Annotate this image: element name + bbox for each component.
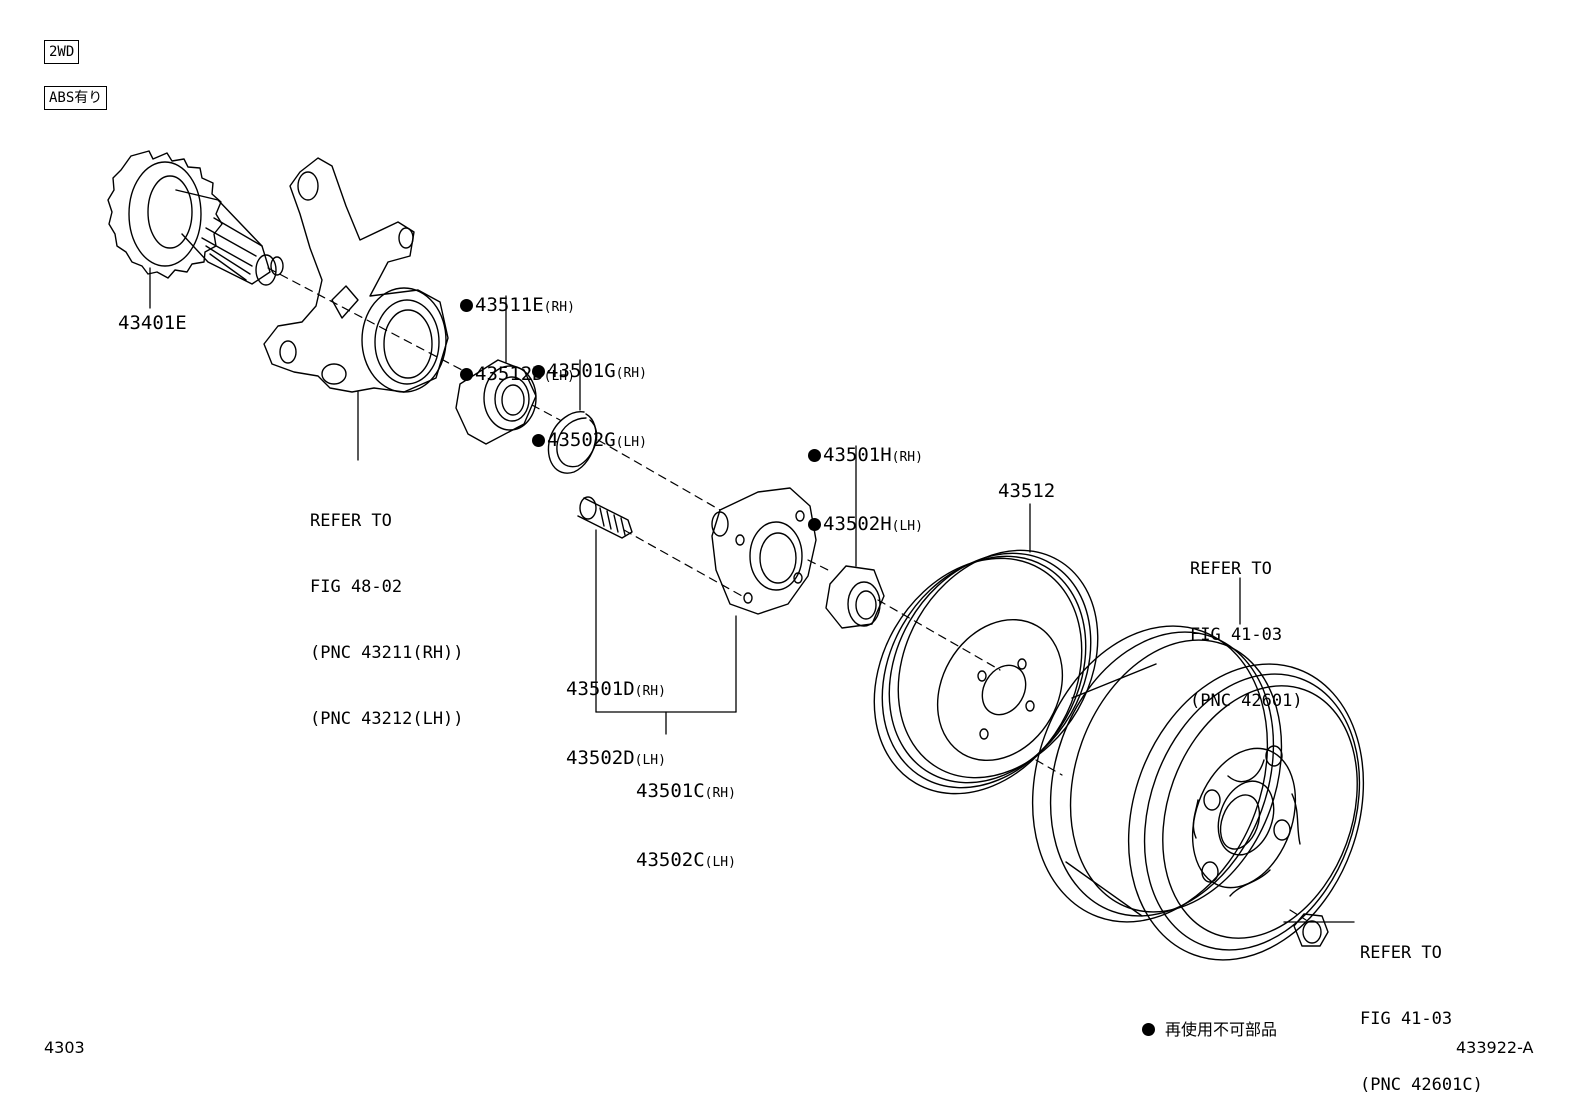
brake-disc — [833, 514, 1138, 831]
assembly-axis — [268, 268, 1306, 920]
non-reusable-mark — [808, 518, 821, 531]
side-rh: (RH) — [615, 366, 647, 381]
axle-hub — [712, 488, 816, 614]
side-rh: (RH) — [891, 450, 923, 465]
part-number: 43502D — [566, 747, 635, 769]
side-lh: (LH) — [891, 519, 923, 534]
ref-knuckle-line: FIG 48-02 — [310, 577, 403, 597]
part-number: 43511E — [475, 294, 544, 316]
drive-shaft — [108, 151, 283, 285]
non-reusable-mark — [460, 368, 473, 381]
ref-wheel-nut-line: (PNC 42601C) — [1360, 1075, 1483, 1095]
condition-abs: ABS有り — [44, 86, 108, 110]
part-number: 43501G — [547, 360, 616, 382]
side-rh: (RH) — [543, 300, 575, 315]
side-lh: (LH) — [543, 369, 575, 384]
ref-knuckle-line: (PNC 43211(RH)) — [310, 643, 464, 663]
ref-wheel-nut-line: FIG 41-03 — [1360, 1009, 1453, 1029]
side-rh: (RH) — [704, 786, 736, 801]
ref-wheel-line: (PNC 42601) — [1190, 691, 1303, 711]
label-lock-nut: 43501H(RH) 43502H(LH) — [808, 400, 923, 560]
leader-lines — [150, 268, 1354, 922]
condition-2wd: 2WD — [44, 40, 80, 64]
ref-wheel-line: REFER TO — [1190, 559, 1272, 579]
ref-knuckle-line: REFER TO — [310, 511, 392, 531]
figure-number: 433922-A — [1456, 1038, 1534, 1057]
label-knuckle-reference: REFER TO FIG 48-02 (PNC 43211(RH)) (PNC … — [310, 466, 464, 752]
part-number: 43501C — [636, 780, 705, 802]
part-number: 43502C — [636, 849, 705, 871]
label-brake-disc: 43512 — [998, 480, 1056, 502]
non-reusable-mark — [532, 434, 545, 447]
label-hub-bolt: 43501D(RH) 43502D(LH) — [566, 634, 666, 794]
label-snap-ring: 43501G(RH) 43502G(LH) — [532, 316, 647, 476]
non-reusable-mark — [532, 365, 545, 378]
non-reusable-mark — [808, 449, 821, 462]
label-axle-hub: 43501C(RH) 43502C(LH) — [636, 736, 736, 896]
ref-knuckle-line: (PNC 43212(LH)) — [310, 709, 464, 729]
part-number: 43501D — [566, 678, 635, 700]
legend-non-reusable: 再使用不可部品 — [1142, 1016, 1277, 1040]
side-lh: (LH) — [634, 753, 666, 768]
wheel-nut — [1294, 914, 1328, 946]
snap-ring — [548, 412, 596, 473]
part-number: 43501H — [823, 444, 892, 466]
side-lh: (LH) — [615, 435, 647, 450]
page-number: 4303 — [44, 1038, 85, 1057]
hub-bolt — [578, 497, 632, 538]
part-number: 43502H — [823, 513, 892, 535]
label-bearing: 43511E(RH) 43512D(LH) — [460, 250, 575, 410]
lock-nut — [826, 566, 884, 628]
side-lh: (LH) — [704, 855, 736, 870]
label-drive-shaft: 43401E — [118, 312, 187, 334]
steering-knuckle — [264, 158, 448, 392]
label-wheel-reference: REFER TO FIG 41-03 (PNC 42601) — [1190, 514, 1303, 734]
wheel-bearing — [456, 360, 536, 444]
part-number: 43502G — [547, 429, 616, 451]
label-wheel-nut-reference: REFER TO FIG 41-03 (PNC 42601C) — [1360, 898, 1483, 1118]
bolt-axis — [624, 530, 742, 596]
legend-dot — [1142, 1023, 1155, 1036]
ref-wheel-line: FIG 41-03 — [1190, 625, 1283, 645]
non-reusable-mark — [460, 299, 473, 312]
part-number: 43512D — [475, 363, 544, 385]
side-rh: (RH) — [634, 684, 666, 699]
wheel-rim — [993, 593, 1403, 993]
ref-wheel-nut-line: REFER TO — [1360, 943, 1442, 963]
legend-text: 再使用不可部品 — [1165, 1020, 1278, 1039]
